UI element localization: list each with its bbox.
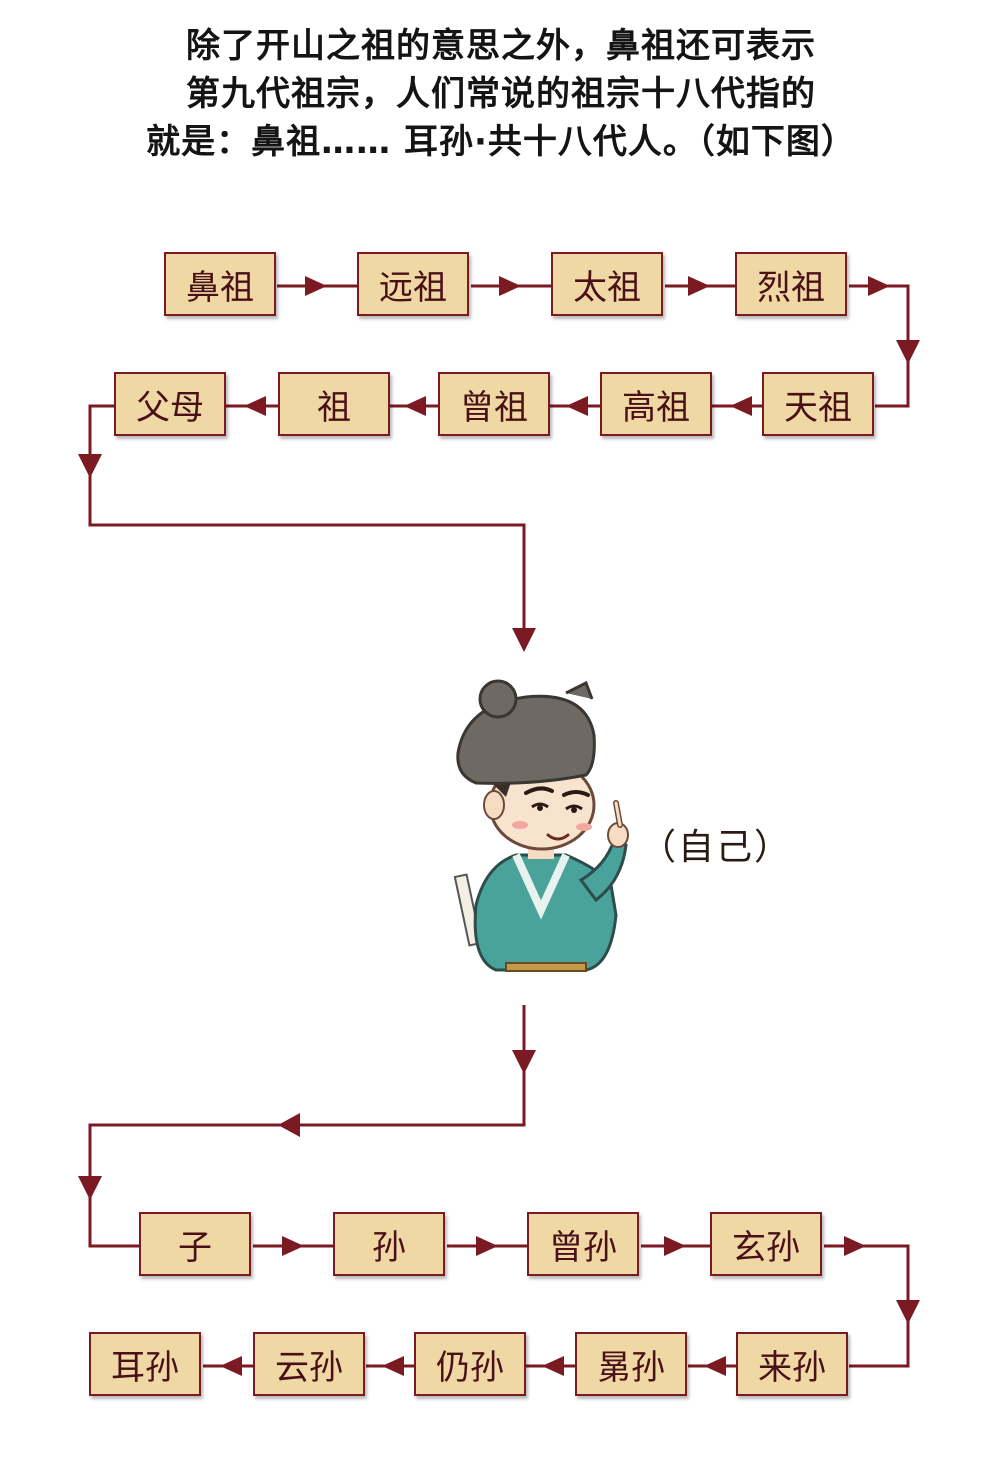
generation-box-ancestor: 太祖 — [551, 252, 663, 316]
generation-box-descendant: 云孙 — [253, 1332, 365, 1396]
generation-box-descendant: 子 — [139, 1212, 251, 1276]
header: 除了开山之祖的意思之外，鼻祖还可表示 第九代祖宗，人们常说的祖宗十八代指的 就是… — [0, 22, 1002, 166]
generation-box-descendant: 玄孙 — [710, 1212, 822, 1276]
generation-box-ancestor: 父母 — [114, 372, 226, 436]
generation-box-descendant: 仍孙 — [414, 1332, 526, 1396]
generation-box-descendant: 耳孙 — [89, 1332, 201, 1396]
header-line-3: 就是：鼻祖…… 耳孙·共十八代人。（如下图） — [146, 122, 856, 162]
generation-box-ancestor: 烈祖 — [735, 252, 847, 316]
header-line-2: 第九代祖宗，人们常说的祖宗十八代指的 — [186, 74, 816, 114]
header-line-1: 除了开山之祖的意思之外，鼻祖还可表示 — [186, 26, 816, 66]
generation-box-ancestor: 远祖 — [357, 252, 469, 316]
generation-box-descendant: 曾孙 — [527, 1212, 639, 1276]
scholar-figure-icon — [436, 665, 636, 989]
generation-box-descendant: 晜孙 — [575, 1332, 687, 1396]
generation-box-ancestor: 鼻祖 — [164, 252, 276, 316]
self-label: （自己） — [640, 827, 793, 868]
generation-box-descendant: 来孙 — [736, 1332, 848, 1396]
generation-box-descendant: 孙 — [333, 1212, 445, 1276]
arrowheads — [78, 276, 920, 1376]
generation-box-ancestor: 高祖 — [600, 372, 712, 436]
generation-box-ancestor: 天祖 — [762, 372, 874, 436]
generation-box-ancestor: 曾祖 — [438, 372, 550, 436]
generation-box-ancestor: 祖 — [278, 372, 390, 436]
